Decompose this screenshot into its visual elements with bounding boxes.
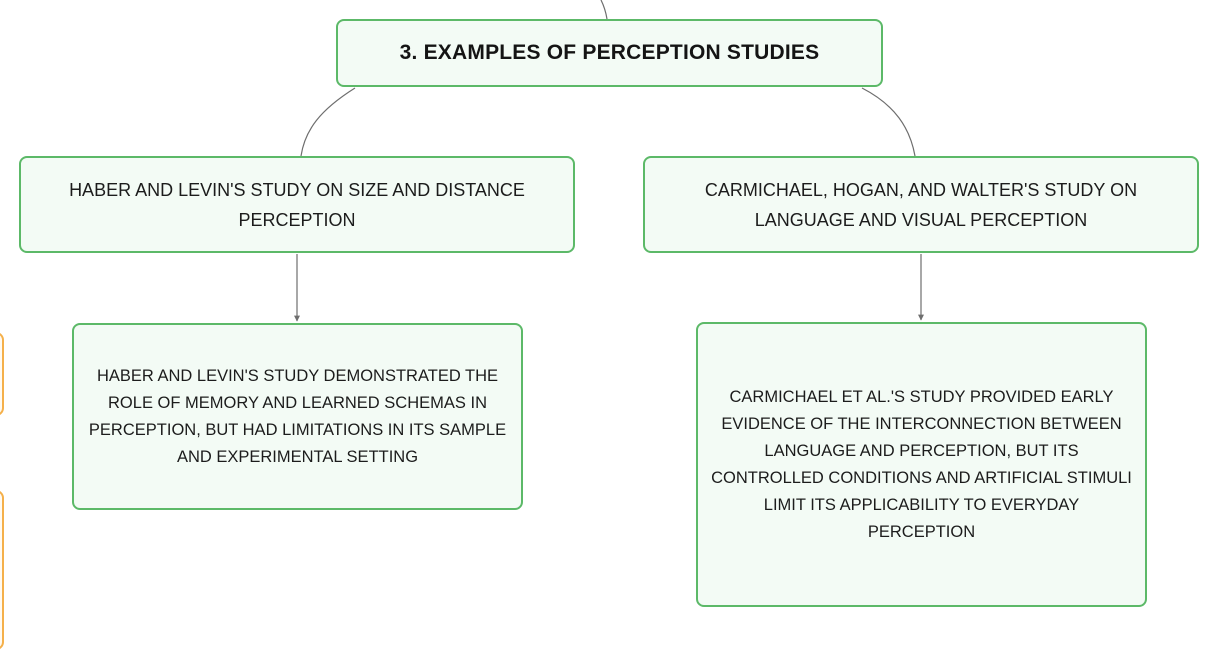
connector-root-to-right-branch xyxy=(861,87,916,157)
leaf-node-label: HABER AND LEVIN'S STUDY DEMONSTRATED THE… xyxy=(88,366,507,466)
leaf-node-haber-levin-evaluation[interactable]: HABER AND LEVIN'S STUDY DEMONSTRATED THE… xyxy=(72,323,523,510)
leaf-node-carmichael-evaluation[interactable]: CARMICHAEL ET AL.'S STUDY PROVIDED EARLY… xyxy=(696,322,1147,607)
branch-node-label: CARMICHAEL, HOGAN, AND WALTER'S STUDY ON… xyxy=(704,179,1138,230)
offscreen-node-left-lower[interactable] xyxy=(0,490,4,650)
offscreen-node-left-upper[interactable] xyxy=(0,332,4,416)
connector-parent-to-root xyxy=(600,0,608,20)
branch-node-haber-levin[interactable]: HABER AND LEVIN'S STUDY ON SIZE AND DIST… xyxy=(19,156,575,253)
root-node-label: 3. EXAMPLES OF PERCEPTION STUDIES xyxy=(399,41,820,64)
branch-node-label: HABER AND LEVIN'S STUDY ON SIZE AND DIST… xyxy=(69,179,525,230)
connector-root-to-left-branch xyxy=(300,87,356,157)
branch-node-carmichael[interactable]: CARMICHAEL, HOGAN, AND WALTER'S STUDY ON… xyxy=(643,156,1199,253)
root-node[interactable]: 3. EXAMPLES OF PERCEPTION STUDIES xyxy=(336,19,883,87)
leaf-node-label: CARMICHAEL ET AL.'S STUDY PROVIDED EARLY… xyxy=(711,387,1132,541)
